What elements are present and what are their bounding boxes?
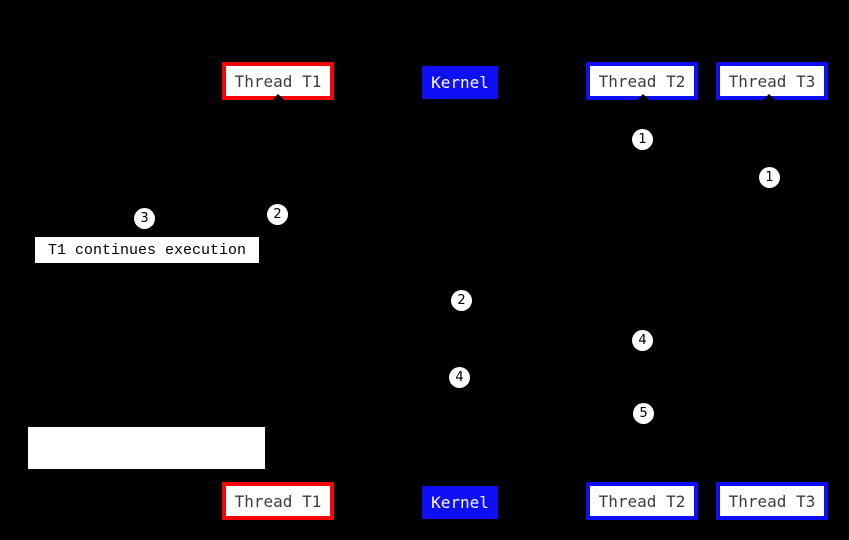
annotation-t1-continues: T1 continues execution	[35, 237, 259, 263]
node-thread-t3-top-label: Thread T3	[728, 71, 816, 91]
lifeline-notch-t2-top	[637, 94, 649, 100]
node-thread-t1-top-label: Thread T1	[234, 71, 322, 91]
annotation-blank-box	[28, 427, 265, 469]
node-thread-t2-bottom: Thread T2	[586, 482, 698, 520]
marker-step-2-t1: 2	[267, 204, 288, 225]
node-kernel-top: Kernel	[422, 66, 498, 99]
node-thread-t2-bottom-label: Thread T2	[598, 491, 686, 511]
node-thread-t1-bottom-label: Thread T1	[234, 491, 322, 511]
node-kernel-bottom: Kernel	[422, 486, 498, 519]
lifeline-notch-t1-top	[272, 94, 284, 100]
node-thread-t1-bottom: Thread T1	[222, 482, 334, 520]
node-thread-t3-bottom-label: Thread T3	[728, 491, 816, 511]
marker-step-4-t2: 4	[632, 330, 653, 351]
node-thread-t3-top: Thread T3	[716, 62, 828, 100]
marker-step-2-kernel: 2	[451, 290, 472, 311]
node-kernel-bottom-label: Kernel	[431, 493, 489, 512]
marker-step-5-t2: 5	[633, 403, 654, 424]
marker-step-1-t2: 1	[632, 129, 653, 150]
lifeline-notch-t3-top	[763, 94, 775, 100]
node-thread-t2-top-label: Thread T2	[598, 71, 686, 91]
node-kernel-top-label: Kernel	[431, 73, 489, 92]
marker-step-3-t1: 3	[134, 208, 155, 229]
marker-step-1-t3: 1	[759, 167, 780, 188]
node-thread-t3-bottom: Thread T3	[716, 482, 828, 520]
marker-step-4-kernel: 4	[449, 367, 470, 388]
